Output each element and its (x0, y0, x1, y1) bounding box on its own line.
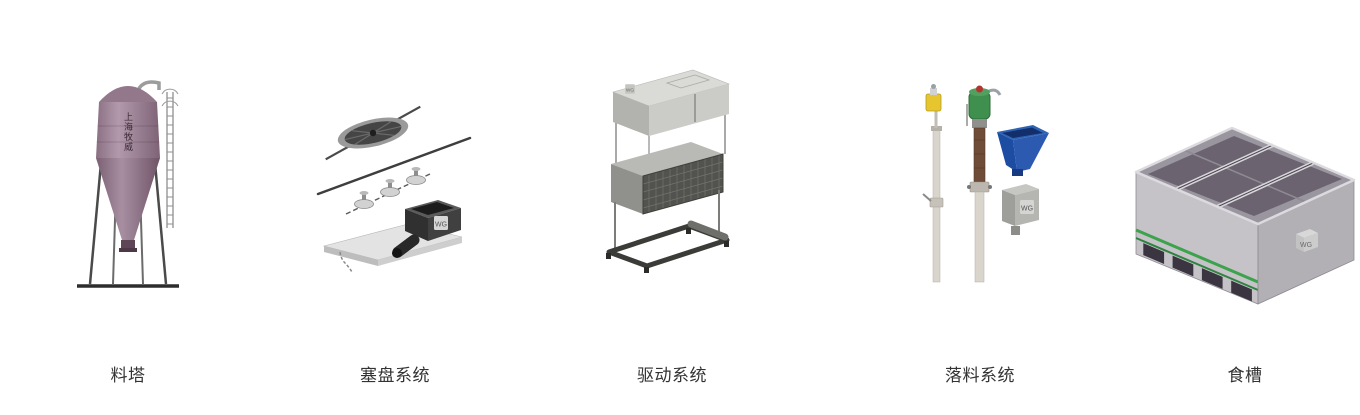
drive-cover: WG (612, 69, 730, 136)
svg-text:WG: WG (626, 87, 635, 93)
feeder-box-assembly: WG (322, 200, 463, 273)
plug-disc-chain (345, 167, 431, 215)
svg-text:WG: WG (1021, 206, 1033, 213)
drive-unit (611, 142, 724, 215)
plug-disc-illustration: WG (316, 105, 472, 273)
silo-brand-text: 上海牧威 (123, 112, 133, 152)
drive-system-image: WG (597, 62, 747, 287)
feed-silo-label: 料塔 (110, 366, 146, 385)
plug-disc-label: 塞盘系统 (360, 366, 430, 385)
svg-text:WG: WG (1299, 242, 1311, 249)
base-frame (606, 220, 730, 273)
feed-trough-label: 食槽 (1227, 366, 1263, 385)
drop-feed-image: WG (905, 80, 1055, 295)
product-drop-feed-system[interactable]: WG 落料系统 (872, 0, 1088, 415)
trough-front-face (1134, 171, 1259, 305)
trough-top-opening (1134, 126, 1355, 226)
plug-disc-image: WG (310, 100, 480, 295)
silo-dome (99, 86, 157, 102)
blue-hopper (997, 125, 1049, 176)
product-drive-system[interactable]: WG (564, 0, 780, 415)
divider-rail (1215, 161, 1314, 209)
tube-clamp (929, 197, 944, 208)
product-feed-trough[interactable]: WG 食槽 (1127, 0, 1360, 415)
green-strip (1134, 228, 1259, 284)
wg-logo: WG (1020, 200, 1034, 214)
wg-drop-box: WG (1002, 184, 1039, 235)
silo-cone (96, 158, 160, 240)
silo-outlet (121, 240, 135, 248)
svg-text:WG: WG (435, 222, 447, 229)
mesh-grid (643, 154, 723, 214)
roller (687, 220, 729, 241)
wg-logo: WG (1295, 229, 1318, 252)
divider-rail (1175, 143, 1274, 191)
drive-system-illustration: WG (606, 69, 730, 273)
wg-logo: WG (434, 216, 448, 230)
product-plug-disc-system[interactable]: WG 塞盘系统 (287, 0, 503, 415)
drop-feed-illustration: WG (922, 84, 1049, 283)
support-posts (614, 190, 720, 250)
feed-silo-image: 上海牧威 (73, 78, 183, 298)
feed-trough-image: WG (1128, 92, 1360, 307)
long-drive-rod (316, 136, 472, 196)
yellow-sensor (925, 84, 942, 128)
drive-system-label: 驱动系统 (637, 366, 707, 385)
level-sensor-tube (922, 84, 944, 283)
drop-feed-label: 落料系统 (945, 366, 1015, 385)
hanging-chain (339, 251, 353, 273)
center-auger-rod (1183, 149, 1306, 203)
brown-tube-section (973, 127, 986, 183)
feed-trough-illustration: WG (1134, 126, 1355, 305)
green-motor (968, 91, 991, 120)
silo-ladder (161, 88, 179, 228)
cover-disc (325, 105, 421, 161)
feed-silo-illustration: 上海牧威 (77, 80, 179, 288)
drop-tube-with-motor (966, 85, 1002, 283)
trough-end-face: WG (1257, 179, 1354, 305)
product-feed-silo[interactable]: 上海牧威 料塔 (20, 0, 236, 415)
silo-body (96, 102, 160, 158)
wg-logo: WG (625, 84, 635, 94)
tube-coupler (969, 181, 990, 193)
